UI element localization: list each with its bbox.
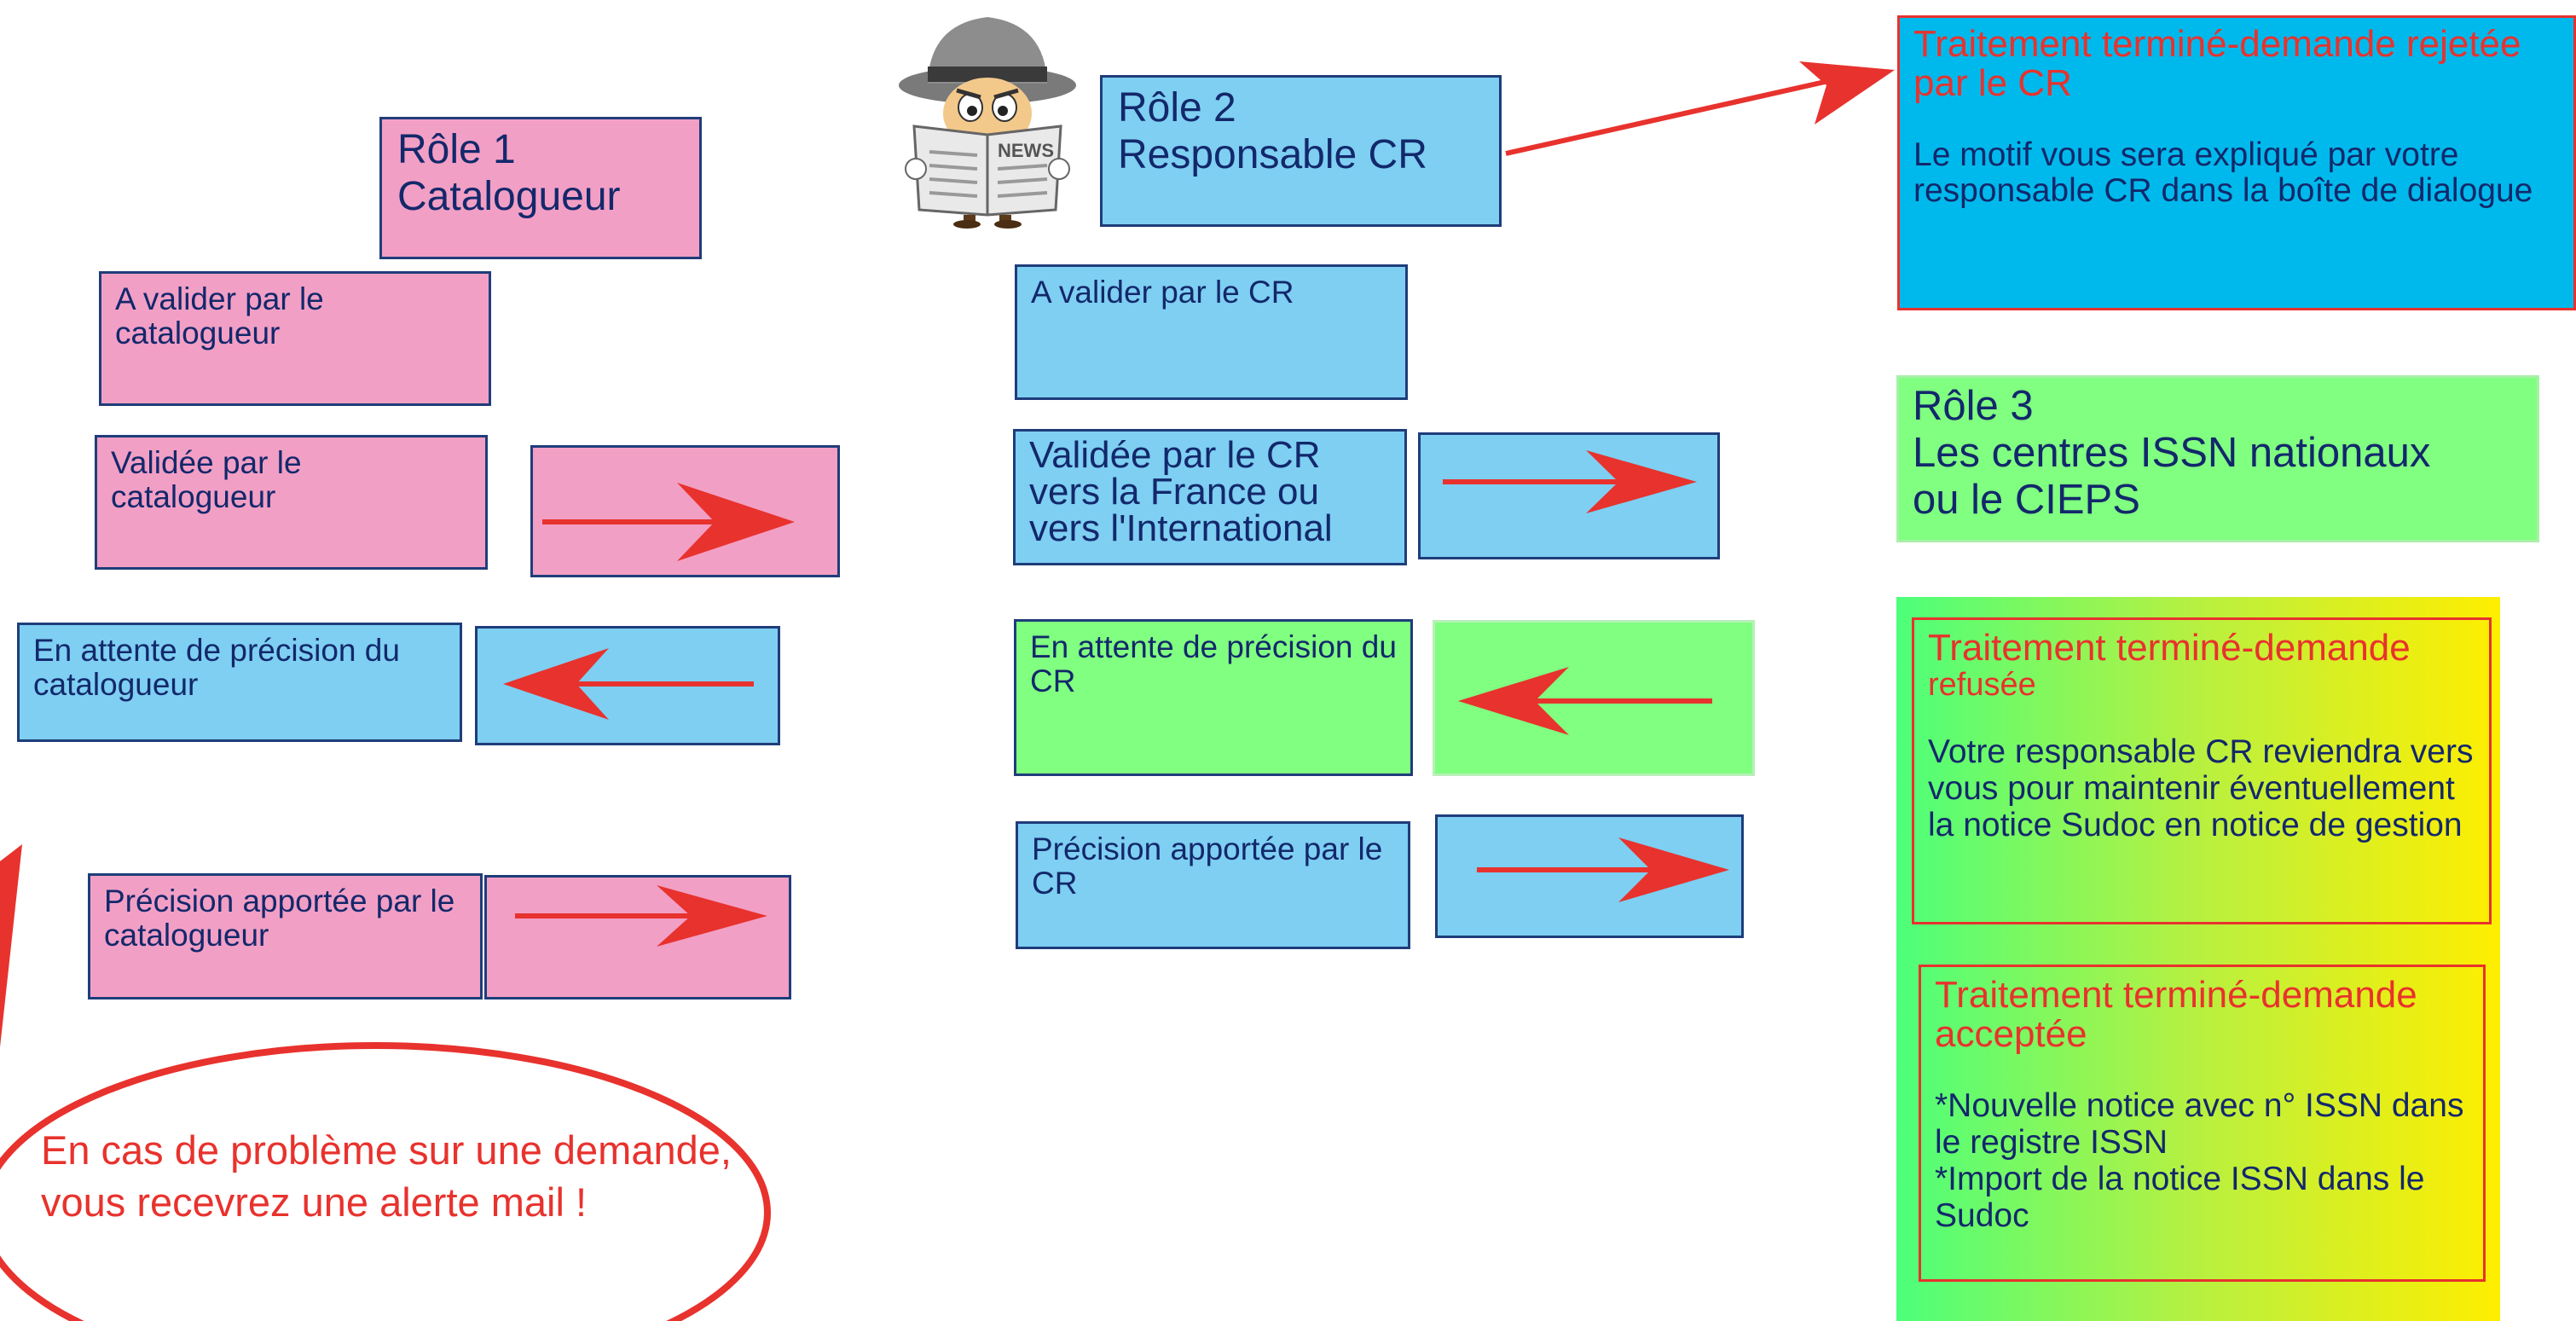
detective-newspaper-icon: NEWS	[899, 17, 1076, 229]
role1-precision-label: Précision apportée par le catalogueur	[104, 884, 455, 953]
role3-outcomes-panel	[1896, 597, 2500, 1321]
role2-a-valider-box: A valider par le CR	[1015, 264, 1408, 400]
arrow-to-rejected-icon	[1505, 61, 1895, 156]
role3-title-box: Rôle 3 Les centres ISSN nationaux ou le …	[1896, 375, 2539, 542]
accepted-box: Traitement terminé-demande acceptée *Nou…	[1919, 965, 2486, 1282]
role1-en-attente-box: En attente de précision du catalogueur	[17, 623, 462, 742]
role1-validee-box: Validée par le catalogueur	[95, 435, 488, 570]
accepted-title: Traitement terminé-demande acceptée	[1935, 974, 2417, 1056]
arrow-left-icon	[1458, 667, 1712, 735]
refused-title-line1: Traitement terminé-demande	[1928, 627, 2411, 669]
role2-precision-box: Précision apportée par le CR	[1016, 821, 1410, 949]
role1-title-line1: Rôle 1	[397, 127, 516, 172]
arrow-left-icon	[503, 648, 754, 720]
role1-precision-arrow-box	[484, 875, 791, 999]
role1-title-line2: Catalogueur	[397, 174, 621, 220]
alert-text: En cas de problème sur une demande, vous…	[41, 1124, 749, 1228]
accepted-body-line1: *Nouvelle notice avec n° ISSN dans le re…	[1935, 1087, 2464, 1162]
role3-title-line1: Rôle 3	[1913, 383, 2034, 429]
role1-validee-label: Validée par le catalogueur	[111, 445, 302, 514]
arrow-right-icon	[542, 483, 795, 561]
refused-title-line2: refusée	[1928, 667, 2036, 704]
role2-title-box: Rôle 2 Responsable CR	[1100, 75, 1502, 227]
role2-en-attente-label: En attente de précision du CR	[1030, 629, 1397, 698]
rejected-box: Traitement terminé-demande rejetée par l…	[1897, 15, 2576, 310]
role2-validee-line1: Validée par le CR	[1029, 434, 1321, 476]
role2-a-valider-label: A valider par le CR	[1031, 275, 1294, 310]
role2-validee-line3: vers l'International	[1029, 507, 1333, 550]
arrow-right-icon	[1477, 837, 1729, 902]
refused-body: Votre responsable CR reviendra vers vous…	[1928, 733, 2474, 843]
role2-validee-line2: vers la France ou	[1029, 471, 1319, 513]
role2-validee-box: Validée par le CR vers la France ou vers…	[1013, 429, 1407, 565]
rejected-body: Le motif vous sera expliqué par votre re…	[1913, 136, 2533, 210]
role1-a-valider-box: A valider par le catalogueur	[99, 271, 491, 406]
role2-title-line2: Responsable CR	[1118, 132, 1427, 178]
role3-title-line3: ou le CIEPS	[1913, 476, 2140, 523]
role1-en-attente-label: En attente de précision du catalogueur	[33, 633, 400, 702]
alert-ellipse-shape	[0, 1042, 771, 1321]
alert-message: En cas de problème sur une demande, vous…	[41, 1127, 732, 1225]
accepted-body-line2: *Import de la notice ISSN dans le Sudoc	[1935, 1161, 2425, 1235]
arrow-wedge-shape	[0, 844, 22, 1047]
rejected-title: Traitement terminé-demande rejetée par l…	[1913, 23, 2521, 105]
role1-precision-box: Précision apportée par le catalogueur	[88, 873, 483, 999]
role1-a-valider-label: A valider par le catalogueur	[115, 281, 324, 351]
role2-precision-label: Précision apportée par le CR	[1032, 831, 1383, 901]
role2-validee-arrow-box	[1418, 432, 1720, 559]
role2-title-line1: Rôle 2	[1118, 85, 1236, 130]
role3-title-line2: Les centres ISSN nationaux	[1913, 429, 2431, 476]
refused-box: Traitement terminé-demande refusée Votre…	[1912, 617, 2492, 924]
role2-en-attente-box: En attente de précision du CR	[1014, 619, 1413, 776]
arrow-right-icon	[515, 885, 767, 947]
arrow-right-icon	[1443, 450, 1697, 513]
role1-title-box: Rôle 1 Catalogueur	[379, 117, 702, 259]
newspaper-label: NEWS	[998, 140, 1054, 161]
